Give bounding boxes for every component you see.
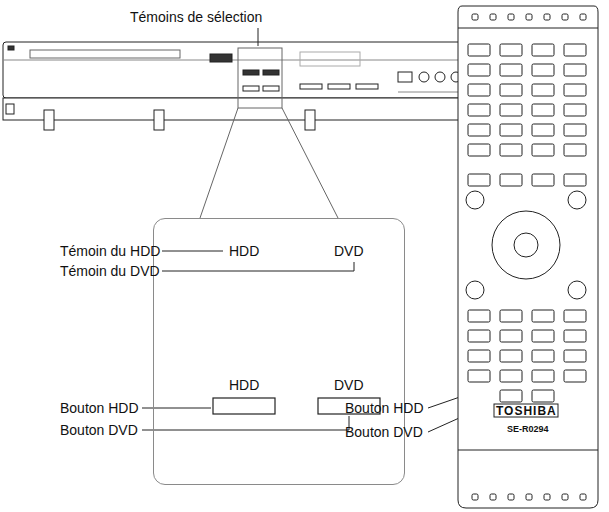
callout-label: Bouton HDD	[345, 400, 424, 416]
remote-button	[544, 14, 550, 20]
remote-button	[564, 64, 586, 76]
remote-button	[500, 310, 522, 322]
remote-button	[532, 64, 554, 76]
remote-button	[468, 64, 490, 76]
remote-button	[526, 494, 532, 500]
remote-button	[500, 330, 522, 342]
remote-button	[468, 310, 490, 322]
recorder-front	[3, 42, 525, 130]
remote-button	[500, 124, 522, 136]
remote-button	[564, 44, 586, 56]
remote-button	[564, 174, 586, 186]
remote-button	[564, 350, 586, 362]
callout-label: Bouton HDD	[60, 400, 139, 416]
remote-button	[472, 14, 478, 20]
remote-button	[564, 84, 586, 96]
remote-button	[532, 144, 554, 156]
remote-button	[564, 330, 586, 342]
remote-button	[532, 390, 554, 402]
remote-button	[500, 44, 522, 56]
remote-button	[564, 144, 586, 156]
remote-button	[532, 44, 554, 56]
remote-button	[532, 330, 554, 342]
remote-button	[508, 494, 514, 500]
remote-button	[562, 14, 568, 20]
remote-button	[500, 64, 522, 76]
callout-label: Bouton DVD	[345, 424, 423, 440]
remote-button	[564, 104, 586, 116]
panel-label: DVD	[334, 377, 364, 393]
remote-button	[500, 104, 522, 116]
remote-button	[532, 84, 554, 96]
remote-button	[468, 124, 490, 136]
remote-button	[500, 84, 522, 96]
remote-button	[468, 44, 490, 56]
remote-button	[490, 494, 496, 500]
remote-button	[532, 310, 554, 322]
remote-button	[500, 370, 522, 382]
remote-button	[508, 14, 514, 20]
remote-button	[526, 14, 532, 20]
remote-button	[468, 350, 490, 362]
callout-label: Témoin du DVD	[60, 263, 160, 279]
remote-button	[562, 494, 568, 500]
remote-button	[468, 174, 490, 186]
remote-button	[468, 370, 490, 382]
remote-button	[580, 494, 586, 500]
remote-button	[532, 350, 554, 362]
brand-name: TOSHIBA	[496, 403, 557, 419]
remote-button	[468, 330, 490, 342]
remote-round-button	[466, 191, 484, 209]
remote-button	[490, 14, 496, 20]
remote-button	[532, 174, 554, 186]
remote-round-button	[466, 281, 484, 299]
remote-button	[468, 144, 490, 156]
remote-button	[544, 494, 550, 500]
remote-button	[472, 494, 478, 500]
remote-round-button	[568, 281, 586, 299]
remote-button	[500, 390, 522, 402]
panel-label: DVD	[334, 243, 364, 259]
remote-button	[500, 350, 522, 362]
remote-button	[532, 104, 554, 116]
remote-button	[580, 14, 586, 20]
remote-button	[564, 310, 586, 322]
panel-label: HDD	[229, 377, 259, 393]
panel-label: HDD	[229, 243, 259, 259]
remote-button	[532, 370, 554, 382]
remote-button	[468, 104, 490, 116]
remote-button	[500, 144, 522, 156]
remote-round-button	[568, 191, 586, 209]
remote-button	[532, 124, 554, 136]
callout-label: Témoin du HDD	[60, 243, 160, 259]
model-number: SE-R0294	[507, 421, 549, 437]
remote-button	[468, 84, 490, 96]
remote-button	[564, 370, 586, 382]
remote-button	[564, 124, 586, 136]
remote-button	[500, 174, 522, 186]
callout-label: Témoins de sélection	[130, 9, 262, 25]
zoom-inset: HDD DVD HDD DVD	[153, 218, 405, 485]
remote-control	[458, 6, 598, 508]
callout-label: Bouton DVD	[60, 422, 138, 438]
